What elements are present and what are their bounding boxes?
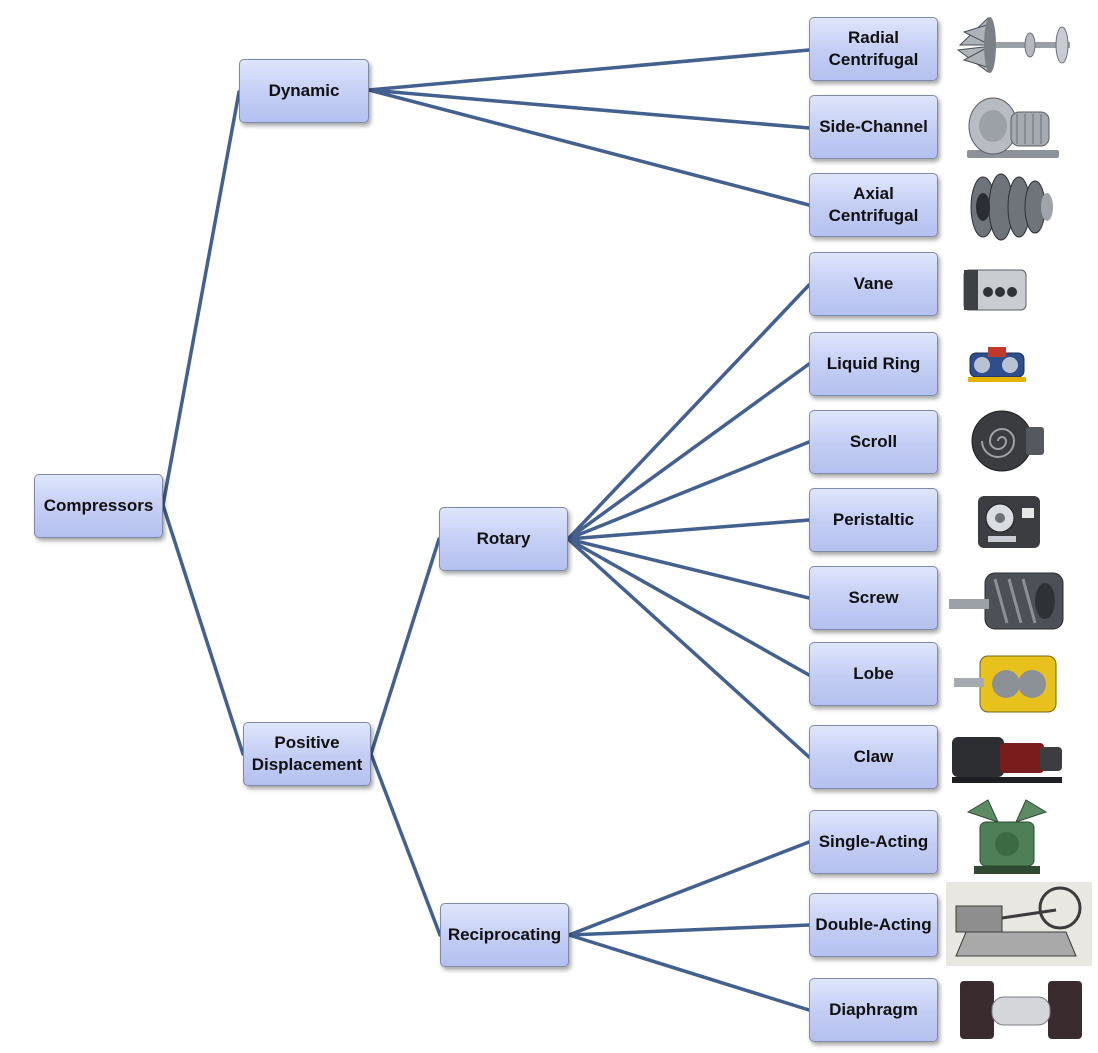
connector-pd-reciprocating <box>369 752 442 937</box>
connector-rotary-liquid-ring <box>566 362 811 541</box>
connector-pd-rotary <box>369 537 441 756</box>
node-screw: Screw <box>809 566 938 630</box>
node-single-acting: Single-Acting <box>809 810 938 874</box>
connector-rotary-scroll <box>566 440 811 541</box>
connector-compressors-positive-displacement <box>161 503 245 756</box>
peristaltic-pump-icon <box>978 496 1040 548</box>
node-side-channel: Side-Channel <box>809 95 938 159</box>
connector-dynamic-axial <box>367 88 811 207</box>
node-dynamic: Dynamic <box>239 59 369 123</box>
liquid-ring-pump-icon <box>968 347 1026 382</box>
connector-rotary-vane <box>566 283 811 541</box>
diaphragm-pump-icon <box>960 981 1082 1039</box>
node-rotary: Rotary <box>439 507 568 571</box>
axial-rotor-icon <box>970 173 1053 241</box>
connector-dynamic-radial <box>367 48 811 92</box>
node-vane: Vane <box>809 252 938 316</box>
radial-impeller-icon <box>956 16 1070 73</box>
connector-rotary-lobe <box>566 537 811 677</box>
connector-dynamic-side-channel <box>367 88 811 130</box>
vane-pump-icon <box>963 269 1027 311</box>
connector-rotary-peristaltic <box>566 518 811 541</box>
node-peristaltic: Peristaltic <box>809 488 938 552</box>
connector-rotary-screw <box>566 537 811 600</box>
single-acting-compressor-icon <box>966 799 1048 874</box>
node-lobe: Lobe <box>809 642 938 706</box>
scroll-compressor-icon <box>971 410 1044 472</box>
connector-rotary-claw <box>566 537 811 759</box>
node-compressors: Compressors <box>34 474 163 538</box>
claw-pump-icon <box>952 737 1062 783</box>
connector-compressors-dynamic <box>161 90 241 507</box>
node-liquid-ring: Liquid Ring <box>809 332 938 396</box>
connector-reciprocating-single <box>567 840 811 937</box>
connector-reciprocating-double <box>567 923 811 937</box>
node-radial-centrifugal: Radial Centrifugal <box>809 17 938 81</box>
lobe-blower-icon <box>954 655 1057 713</box>
node-reciprocating: Reciprocating <box>440 903 569 967</box>
node-double-acting: Double-Acting <box>809 893 938 957</box>
node-axial-centrifugal: Axial Centrifugal <box>809 173 938 237</box>
screw-rotor-icon <box>949 572 1064 630</box>
node-diaphragm: Diaphragm <box>809 978 938 1042</box>
double-acting-engine-icon <box>946 882 1092 966</box>
node-scroll: Scroll <box>809 410 938 474</box>
node-positive-displacement: Positive Displacement <box>243 722 371 786</box>
side-channel-blower-icon <box>967 97 1059 158</box>
connector-reciprocating-diaphragm <box>567 933 811 1012</box>
node-claw: Claw <box>809 725 938 789</box>
